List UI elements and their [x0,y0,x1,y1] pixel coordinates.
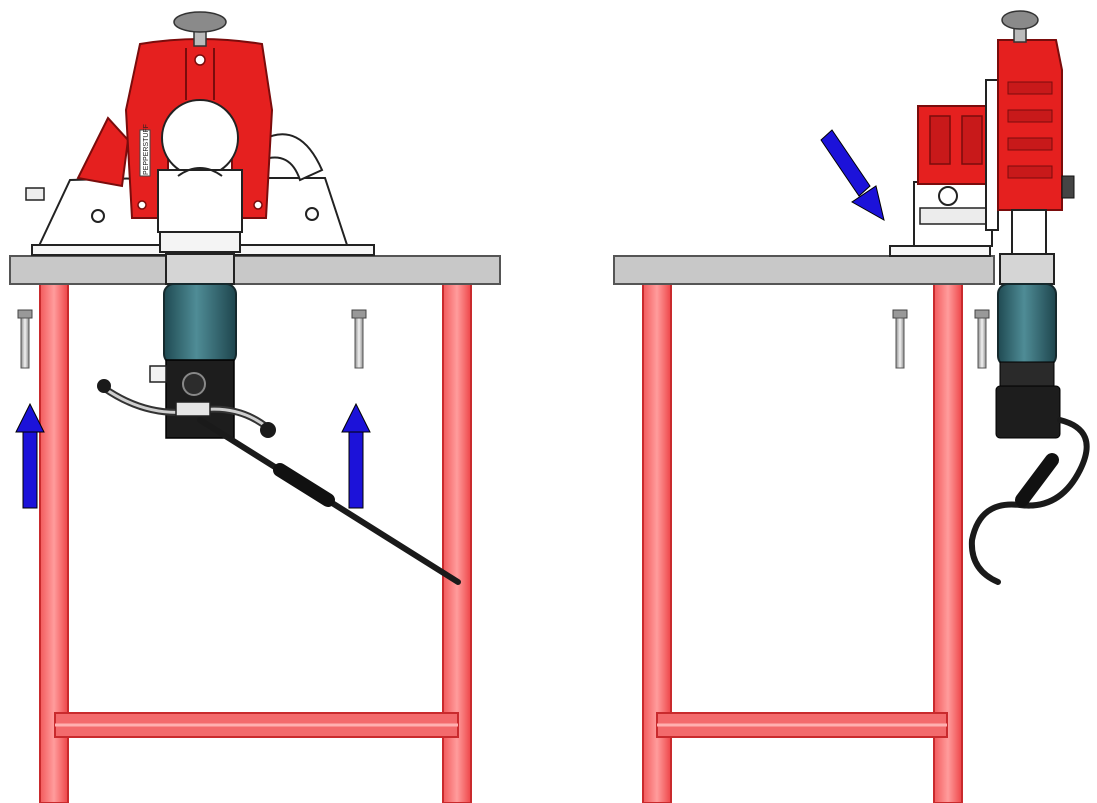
side-bolt-left [892,309,908,369]
side-power-cable [968,417,1090,585]
front-bolt-left [17,309,33,369]
side-red-gearbox [917,39,1075,231]
side-bolt-right [974,309,990,369]
side-arrow-diagonal [820,129,885,221]
front-label-stamp [139,129,151,177]
front-arrow-up-right [341,402,371,509]
front-table-legs [39,281,472,803]
front-view: PEPPERSTUFF [9,11,501,803]
front-clamp-block [157,167,243,253]
side-top-knob [1001,10,1039,43]
front-handle-bar [97,379,276,438]
side-table-top [613,255,995,285]
front-label-text: PEPPERSTUFF [143,124,150,175]
front-power-cable [197,417,461,585]
front-bolt-right [351,309,367,369]
side-motor [995,209,1061,439]
front-motor [149,253,237,439]
front-top-knob [173,11,227,47]
side-machine-base [889,181,993,257]
front-arrow-up-left [15,402,45,509]
side-table-legs [642,281,963,803]
front-table-top [9,255,501,285]
side-view [613,10,1090,803]
